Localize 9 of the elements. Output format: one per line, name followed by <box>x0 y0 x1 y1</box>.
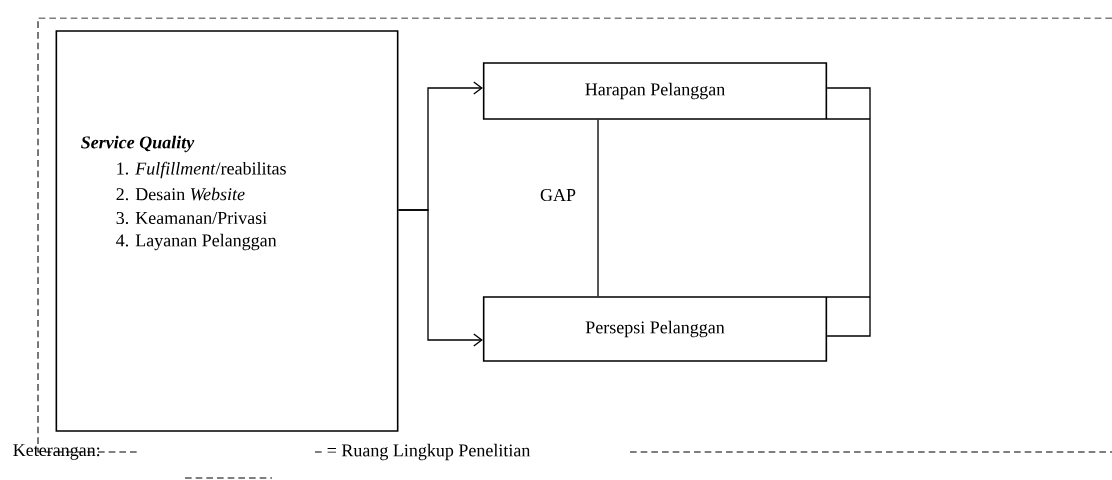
connector <box>597 119 599 297</box>
process-box: Persepsi Pelanggan <box>482 296 828 362</box>
concept-box: Service Quality 1. Fulfillment/reabilitas 2. Desain Website 3. Keamanan/Privasi 4. Layanan Pelanggan <box>55 30 399 432</box>
edge-label: GAP <box>538 187 578 203</box>
connector <box>826 87 871 337</box>
connector <box>397 209 483 347</box>
process-box: Harapan Pelanggan <box>482 62 828 120</box>
legend-text: = Ruang Lingkup Penelitian <box>327 443 531 461</box>
legend-caption: Keterangan: <box>13 444 100 460</box>
